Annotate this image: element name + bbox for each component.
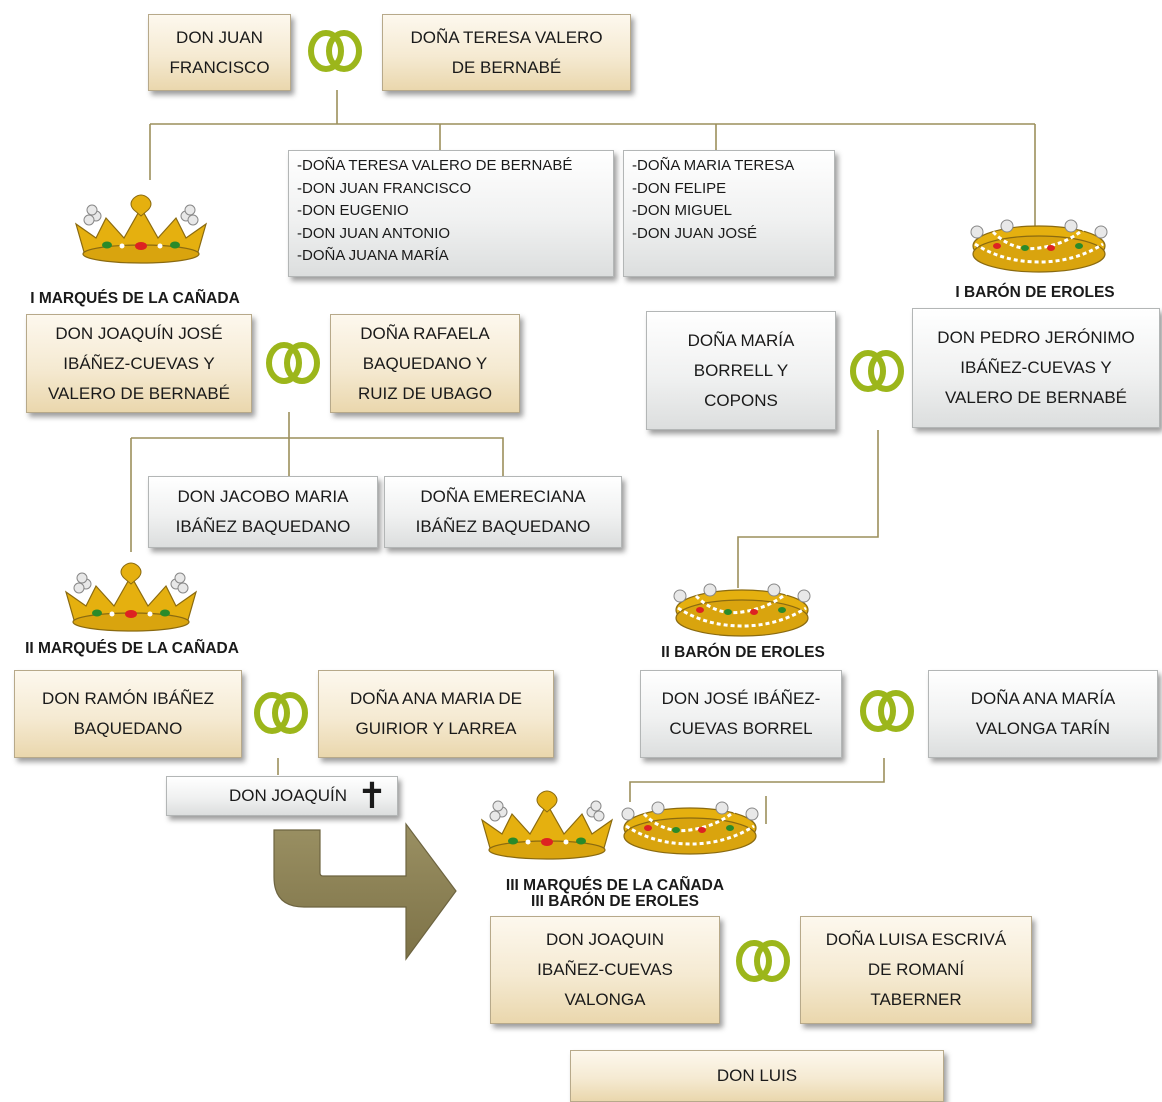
list-item: -DON JUAN JOSÉ (632, 224, 758, 242)
person-dona-ana-maria-valonga: DOÑA ANA MARÍA VALONGA TARÍN (928, 670, 1158, 758)
wedding-rings-icon (860, 690, 914, 732)
marquis-crown-icon (480, 790, 614, 860)
list-item: -DOÑA TERESA VALERO DE BERNABÉ (297, 157, 573, 174)
person-name: DON RAMÓN IBÁÑEZ BAQUEDANO (42, 689, 214, 738)
person-name: DOÑA LUISA ESCRIVÁ DE ROMANÍ TABERNER (825, 930, 1007, 1009)
marquis-crown-icon (64, 562, 198, 632)
siblings-list-right: -DOÑA MARIA TERESA -DON FELIPE -DON MIGU… (623, 150, 835, 277)
cross-icon: ✝ (356, 776, 387, 817)
person-don-joaquin-jose: DON JOAQUÍN JOSÉ IBÁÑEZ-CUEVAS Y VALERO … (26, 314, 252, 413)
person-dona-ana-maria-guirior: DOÑA ANA MARIA DE GUIRIOR Y LARREA (318, 670, 554, 758)
person-don-pedro-jeronimo: DON PEDRO JERÓNIMO IBÁÑEZ-CUEVAS Y VALER… (912, 308, 1160, 428)
siblings-list-left: -DOÑA TERESA VALERO DE BERNABÉ -DON JUAN… (288, 150, 614, 277)
person-name: DOÑA RAFAELA BAQUEDANO Y RUIZ DE UBAGO (357, 323, 493, 403)
title-iii-baron: III BARÓN DE EROLES (531, 893, 699, 910)
title-i-baron: I BARÓN DE EROLES (955, 284, 1115, 301)
person-name: DOÑA EMERECIANA IBÁÑEZ BAQUEDANO (415, 487, 591, 536)
person-don-joaquin-valonga: DON JOAQUIN IBAÑEZ-CUEVAS VALONGA (490, 916, 720, 1024)
baron-crown-icon (673, 583, 811, 637)
person-don-juan-francisco: DON JUAN FRANCISCO (148, 14, 291, 91)
wedding-rings-icon (308, 30, 362, 72)
list-item: -DON JUAN FRANCISCO (297, 179, 472, 197)
person-name: DON JOAQUÍN (229, 786, 348, 805)
person-dona-rafaela: DOÑA RAFAELA BAQUEDANO Y RUIZ DE UBAGO (330, 314, 520, 413)
person-don-jose-ibanez: DON JOSÉ IBÁÑEZ- CUEVAS BORREL (640, 670, 842, 758)
person-dona-emereciana: DOÑA EMERECIANA IBÁÑEZ BAQUEDANO (384, 476, 622, 548)
person-name: DON JOSÉ IBÁÑEZ- CUEVAS BORREL (661, 689, 821, 738)
title-i-marques: I MARQUÉS DE LA CAÑADA (30, 290, 240, 307)
person-name: DON JOAQUIN IBAÑEZ-CUEVAS VALONGA (537, 930, 673, 1009)
wedding-rings-icon (850, 350, 904, 392)
title-iii-marques: III MARQUÉS DE LA CAÑADA (505, 877, 725, 894)
person-name: DON PEDRO JERÓNIMO IBÁÑEZ-CUEVAS Y VALER… (937, 328, 1135, 407)
person-don-joaquin-deceased: DON JOAQUÍN ✝ (166, 776, 398, 817)
person-don-jacobo: DON JACOBO MARIA IBÁÑEZ BAQUEDANO (148, 476, 378, 548)
title-ii-baron: II BARÓN DE EROLES (661, 644, 825, 661)
person-name: DOÑA ANA MARÍA VALONGA TARÍN (970, 689, 1116, 738)
person-name: DON JUAN FRANCISCO (169, 27, 270, 77)
list-item: -DOÑA JUANA MARÍA (297, 247, 449, 264)
marquis-crown-icon (74, 194, 208, 264)
person-name: DOÑA TERESA VALERO DE BERNABÉ (410, 27, 603, 77)
person-name: DON JACOBO MARIA IBÁÑEZ BAQUEDANO (175, 487, 351, 536)
title-ii-marques: II MARQUÉS DE LA CAÑADA (25, 640, 239, 657)
wedding-rings-icon (254, 692, 308, 734)
bent-arrow-icon (273, 822, 457, 961)
baron-crown-icon (970, 219, 1108, 273)
person-don-ramon: DON RAMÓN IBÁÑEZ BAQUEDANO (14, 670, 242, 758)
person-dona-maria-borrell: DOÑA MARÍA BORRELL Y COPONS (646, 311, 836, 430)
wedding-rings-icon (266, 342, 320, 384)
person-name: DOÑA ANA MARIA DE GUIRIOR Y LARREA (350, 689, 522, 738)
person-don-luis: DON LUIS (570, 1050, 944, 1102)
list-item: -DOÑA MARIA TERESA (632, 157, 795, 174)
list-item: -DON FELIPE (632, 179, 727, 197)
wedding-rings-icon (736, 940, 790, 982)
person-dona-teresa-valero: DOÑA TERESA VALERO DE BERNABÉ (382, 14, 631, 91)
person-name: DOÑA MARÍA BORRELL Y COPONS (687, 330, 795, 410)
list-item: -DON EUGENIO (297, 202, 409, 219)
person-dona-luisa: DOÑA LUISA ESCRIVÁ DE ROMANÍ TABERNER (800, 916, 1032, 1024)
baron-crown-icon (621, 801, 759, 855)
list-item: -DON JUAN ANTONIO (297, 224, 451, 242)
person-name: DON LUIS (716, 1066, 798, 1085)
person-name: DON JOAQUÍN JOSÉ IBÁÑEZ-CUEVAS Y VALERO … (47, 323, 231, 403)
list-item: -DON MIGUEL (632, 202, 733, 219)
